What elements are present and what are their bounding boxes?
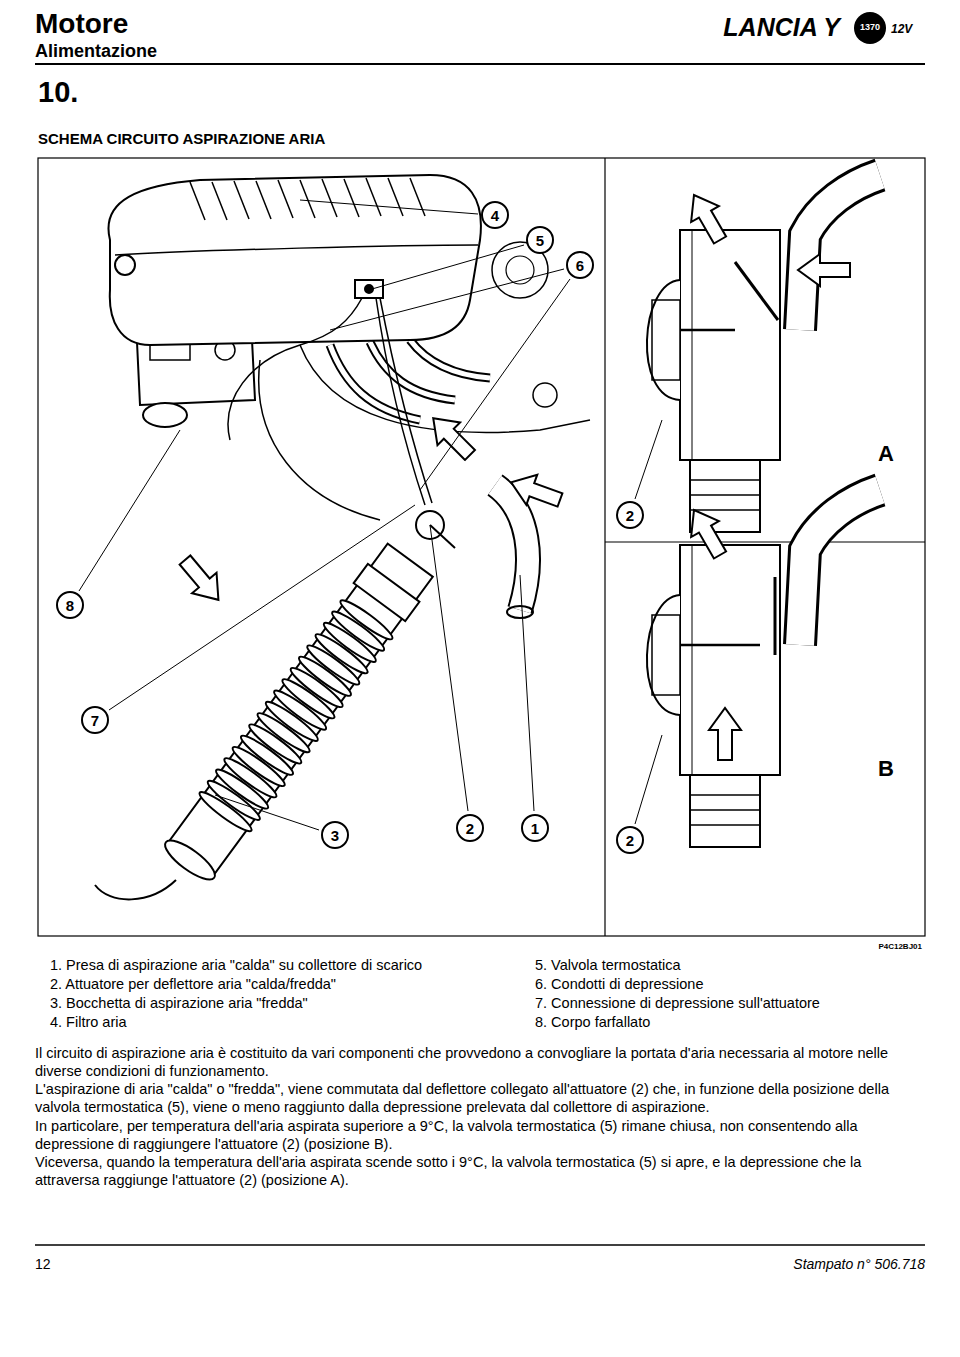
legend-item: 3. Bocchetta di aspirazione aria "fredda… <box>50 994 520 1012</box>
callout-number: 6 <box>566 251 594 279</box>
callout-number: 2 <box>616 826 644 854</box>
print-reference: Stampato n° 506.718 <box>690 1256 925 1274</box>
engine-illustration <box>108 175 590 618</box>
cold-inlet <box>95 880 176 899</box>
legend-item: 5. Valvola termostatica <box>535 956 920 974</box>
airflow-arrow <box>680 187 734 248</box>
legend-item: 6. Condotti di depressione <box>535 975 920 993</box>
body-paragraph: In particolare, per temperatura dell'ari… <box>35 1117 925 1153</box>
valve-spec: 12V <box>891 22 931 37</box>
callout-text: 1 <box>531 821 539 836</box>
callout-number: 2 <box>616 501 644 529</box>
intake-hose <box>158 541 436 887</box>
callout-text: 5 <box>536 233 544 248</box>
subsection-heading: Alimentazione <box>35 40 335 63</box>
callout-number: 7 <box>81 706 109 734</box>
legend-item: 7. Connessione di depressione sull'attua… <box>535 994 920 1012</box>
figure-code: P4C12BJ01 <box>800 942 922 952</box>
position-letter: B <box>878 755 908 783</box>
page-number: 12 <box>35 1256 135 1274</box>
footer-rule <box>35 1244 925 1246</box>
section-heading: Motore <box>35 6 335 41</box>
callout-text: 2 <box>626 508 634 523</box>
position-letter: A <box>878 440 908 468</box>
callout-text: 4 <box>491 208 499 223</box>
valve-section-b <box>647 490 880 847</box>
callout-number: 3 <box>321 821 349 849</box>
panel-divider <box>604 158 605 936</box>
legend-item: 4. Filtro aria <box>50 1013 520 1031</box>
body-paragraph: Viceversa, quando la temperatura dell'ar… <box>35 1153 925 1189</box>
callout-text: 2 <box>466 821 474 836</box>
legend-item: 1. Presa di aspirazione aria "calda" su … <box>50 956 520 974</box>
legend-item: 8. Corpo farfallato <box>535 1013 920 1031</box>
chapter-number: 10. <box>38 74 138 110</box>
airflow-arrow <box>506 467 566 515</box>
airflow-arrow <box>798 254 850 286</box>
callout-text: 6 <box>576 258 584 273</box>
panel-divider <box>605 541 925 542</box>
callout-number: 1 <box>521 814 549 842</box>
engine-badge: 1370 <box>848 22 892 33</box>
body-paragraph: Il circuito di aspirazione aria è costit… <box>35 1044 925 1080</box>
callout-text: 8 <box>66 598 74 613</box>
legend-item: 2. Attuatore per deflettore aria "calda/… <box>50 975 520 993</box>
valve-section-a <box>647 175 880 532</box>
figure-title: SCHEMA CIRCUITO ASPIRAZIONE ARIA <box>38 130 325 149</box>
header-rule <box>35 63 925 65</box>
body-paragraph: L'aspirazione di aria "calda" o "fredda"… <box>35 1080 925 1116</box>
callout-number: 5 <box>526 226 554 254</box>
callout-text: 7 <box>91 713 99 728</box>
callout-text: 3 <box>331 828 339 843</box>
callout-number: 8 <box>56 591 84 619</box>
airflow-arrow <box>709 708 741 760</box>
airflow-arrow <box>680 502 734 563</box>
leader-line <box>79 200 662 830</box>
model-name: LANCIA Y <box>600 12 840 43</box>
callout-number: 4 <box>481 201 509 229</box>
airflow-arrow <box>173 550 231 610</box>
callout-number: 2 <box>456 814 484 842</box>
figure-frame <box>38 158 925 936</box>
callout-text: 2 <box>626 833 634 848</box>
